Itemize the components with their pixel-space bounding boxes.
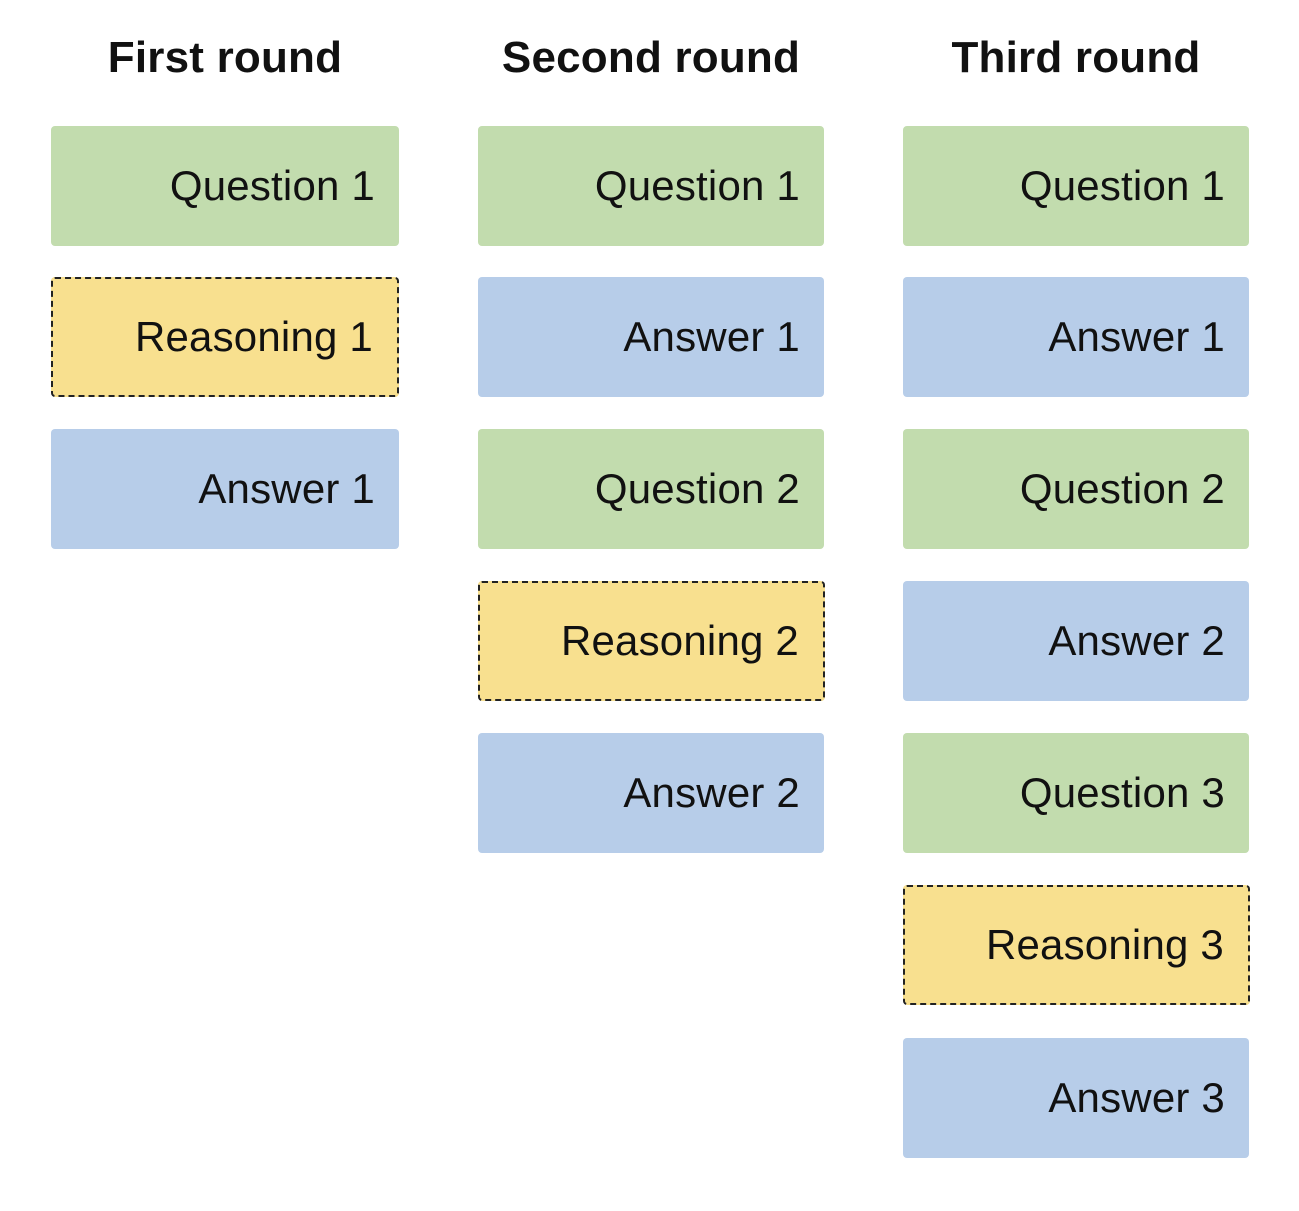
block-label: Answer 2 [623, 769, 800, 816]
round-3-question-1-block: Question 1 [903, 126, 1249, 246]
round-2-answer-2-block: Answer 2 [478, 733, 824, 853]
round-1-answer-1-block: Answer 1 [51, 429, 399, 549]
block-label: Answer 1 [623, 313, 800, 360]
block-label: Answer 1 [198, 465, 375, 512]
block-label: Question 2 [1019, 465, 1225, 512]
block-label: Reasoning 2 [560, 617, 799, 664]
round-3-question-2-block: Question 2 [903, 429, 1249, 549]
block-label: Question 1 [169, 162, 375, 209]
round-3-question-3-block: Question 3 [903, 733, 1249, 853]
block-label: Reasoning 3 [985, 921, 1224, 968]
block-label: Answer 3 [1048, 1074, 1225, 1121]
round-2-reasoning-2-block: Reasoning 2 [478, 581, 825, 701]
round-1-reasoning-1-block: Reasoning 1 [51, 277, 399, 397]
round-3-answer-3-block: Answer 3 [903, 1038, 1249, 1158]
block-label: Question 1 [594, 162, 800, 209]
block-label: Question 3 [1019, 769, 1225, 816]
round-2-title: Second round [501, 33, 801, 82]
round-3-title: Third round [951, 33, 1201, 82]
round-3-answer-1-block: Answer 1 [903, 277, 1249, 397]
round-3-answer-2-block: Answer 2 [903, 581, 1249, 701]
round-2-question-2-block: Question 2 [478, 429, 824, 549]
round-1-title: First round [107, 33, 343, 82]
block-label: Answer 2 [1048, 617, 1225, 664]
round-3-reasoning-3-block: Reasoning 3 [903, 885, 1250, 1005]
round-2-question-1-block: Question 1 [478, 126, 824, 246]
round-1-question-1-block: Question 1 [51, 126, 399, 246]
block-label: Answer 1 [1048, 313, 1225, 360]
block-label: Reasoning 1 [134, 313, 373, 360]
block-label: Question 1 [1019, 162, 1225, 209]
round-2-answer-1-block: Answer 1 [478, 277, 824, 397]
block-label: Question 2 [594, 465, 800, 512]
